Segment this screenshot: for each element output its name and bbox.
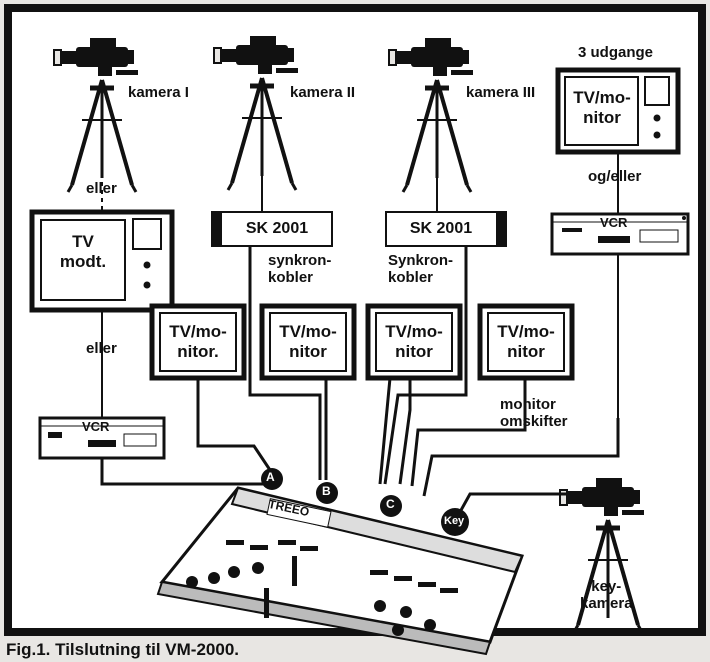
- vcr-left-label: VCR: [82, 420, 109, 435]
- input-c-label: C: [386, 498, 395, 512]
- outputs-heading: 3 udgange: [578, 44, 653, 61]
- tv-receiver-label: TV modt.: [45, 232, 121, 273]
- sync-box-left-label: SK 2001: [222, 220, 332, 238]
- camera-2-label: kamera II: [290, 84, 355, 101]
- or-label-mid: eller: [86, 340, 117, 357]
- input-a-label: A: [266, 471, 275, 485]
- input-b-label: B: [322, 485, 331, 499]
- sync-label-left: synkron- kobler: [268, 252, 331, 287]
- input-key-label: Key: [444, 515, 464, 528]
- monitor-1-label: TV/mo- nitor.: [160, 322, 236, 363]
- and-or-label: og/eller: [588, 168, 641, 185]
- or-label-top: eller: [86, 180, 117, 197]
- figure-caption: Fig.1. Tilslutning til VM-2000.: [6, 640, 239, 660]
- monitor-3-label: TV/mo- nitor: [376, 322, 452, 363]
- monitor-2-label: TV/mo- nitor: [270, 322, 346, 363]
- monitor-switch-label: monitor omskifter: [500, 396, 568, 431]
- key-camera-label: key- kamera: [580, 578, 633, 613]
- monitor-4-label: TV/mo- nitor: [488, 322, 564, 363]
- camera-3-label: kamera III: [466, 84, 535, 101]
- sync-box-right-label: SK 2001: [386, 220, 496, 238]
- top-monitor-label: TV/mo- nitor: [566, 88, 638, 129]
- camera-1-label: kamera I: [128, 84, 189, 101]
- vcr-right-label: VCR: [600, 216, 627, 231]
- sync-label-right: Synkron- kobler: [388, 252, 453, 287]
